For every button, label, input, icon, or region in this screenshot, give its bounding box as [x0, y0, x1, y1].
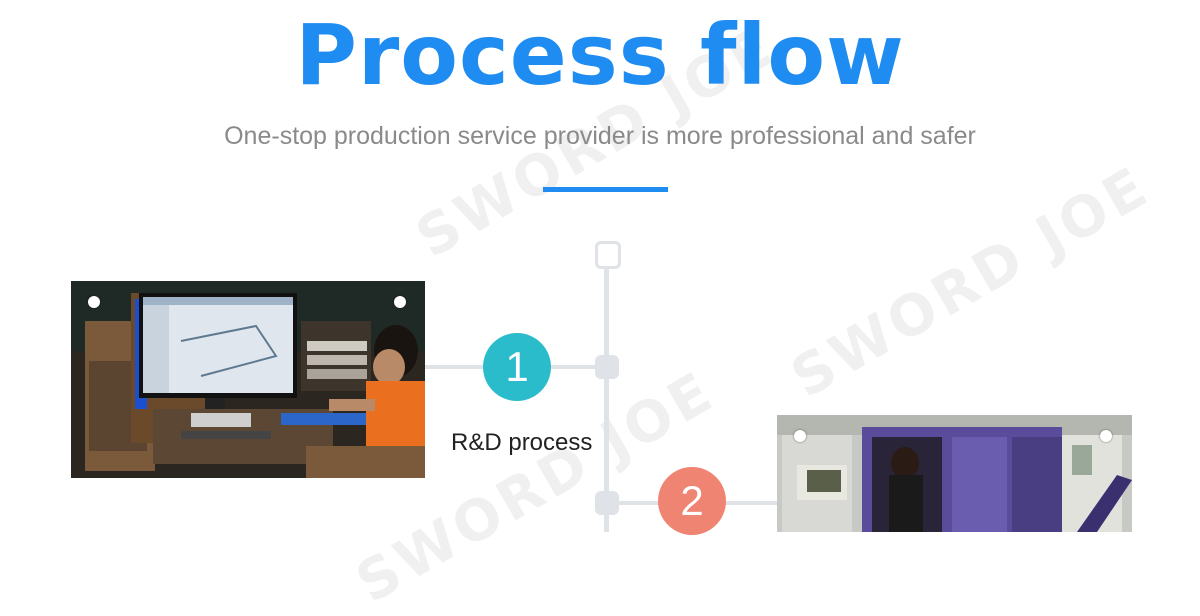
rd-process-illustration	[71, 281, 425, 478]
rd-process-photo	[71, 281, 425, 478]
photo-pin	[88, 296, 100, 308]
production-illustration	[777, 415, 1132, 532]
photo-pin	[794, 430, 806, 442]
photo-pin	[1100, 430, 1112, 442]
timeline-line	[604, 264, 609, 532]
title-underline	[543, 187, 668, 192]
timeline-node-1	[595, 355, 619, 379]
step-1-label: R&D process	[451, 429, 593, 456]
step-2-badge: 2	[658, 467, 726, 535]
step-1-badge: 1	[483, 333, 551, 401]
page-title: Process flow	[295, 6, 905, 104]
watermark-text: SWORD JOE	[780, 153, 1161, 412]
timeline-start-node	[595, 241, 621, 269]
page-subtitle: One-stop production service provider is …	[224, 122, 976, 150]
photo-pin	[394, 296, 406, 308]
production-photo	[777, 415, 1132, 532]
